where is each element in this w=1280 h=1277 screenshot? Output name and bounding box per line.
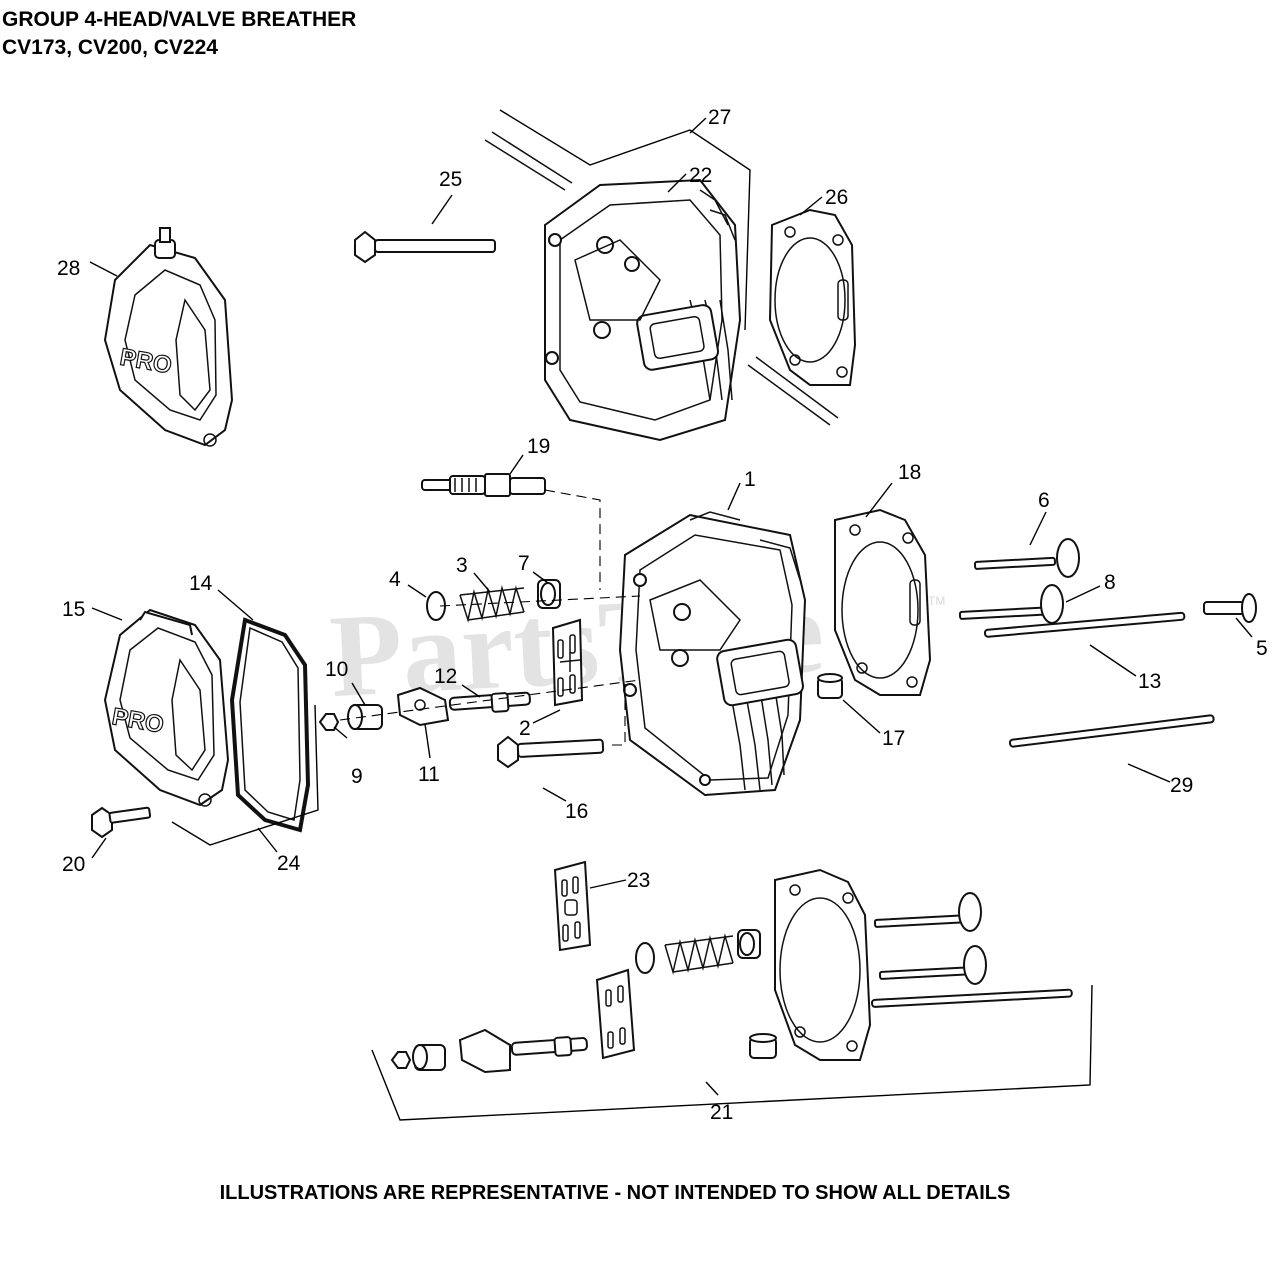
valve-guide-5 — [1203, 593, 1257, 623]
callout-9: 9 — [351, 765, 363, 788]
bolt-25 — [354, 230, 496, 264]
callout-23: 23 — [627, 869, 650, 892]
callout-19: 19 — [527, 435, 550, 458]
diagram-title-line2: CV173, CV200, CV224 — [2, 36, 218, 59]
callout-6: 6 — [1038, 489, 1050, 512]
guide-plate-2 — [551, 618, 584, 707]
callout-28: 28 — [57, 257, 80, 280]
spark-plug-19 — [421, 473, 546, 497]
kit-plate — [595, 968, 636, 1060]
valve-stem-seal-7 — [537, 579, 561, 609]
callout-24: 24 — [277, 852, 301, 875]
cover-brand-28: PRO — [118, 344, 174, 380]
push-rod-13 — [983, 611, 1186, 638]
cylinder-head-upper — [544, 178, 742, 442]
callout-25: 25 — [439, 168, 462, 191]
callout-7: 7 — [518, 552, 530, 575]
callout-21: 21 — [710, 1101, 733, 1124]
callout-10: 10 — [325, 658, 348, 681]
kit-dowel — [749, 1033, 777, 1059]
disclaimer-text: ILLUSTRATIONS ARE REPRESENTATIVE - NOT I… — [219, 1182, 1011, 1204]
callout-2: 2 — [519, 717, 531, 740]
callout-4: 4 — [389, 568, 401, 591]
nut-9 — [318, 713, 340, 731]
callout-16: 16 — [565, 800, 588, 823]
pivot-10 — [347, 704, 383, 730]
rocker-arm-11 — [396, 686, 450, 727]
dowel-17 — [817, 673, 843, 699]
valve-8 — [958, 584, 1064, 624]
valve-cover-28: PRO — [103, 227, 234, 447]
callout-11: 11 — [418, 763, 440, 786]
watermark-tm: TM — [928, 594, 945, 608]
callout-12: 12 — [434, 665, 457, 688]
push-rod-29 — [1008, 714, 1215, 748]
diagram-title-line1: GROUP 4-HEAD/VALVE BREATHER — [2, 8, 357, 31]
diagram-title: GROUP 4-HEAD/VALVE BREATHER CV173, CV200… — [2, 6, 356, 62]
callout-8: 8 — [1104, 571, 1116, 594]
callout-15: 15 — [62, 598, 85, 621]
callout-1: 1 — [744, 468, 756, 491]
valve-6 — [973, 538, 1080, 578]
kit-gasket — [774, 868, 872, 1061]
cover-gasket-14 — [229, 617, 311, 833]
kit-rocker — [390, 1028, 588, 1074]
callout-18: 18 — [898, 461, 921, 484]
valve-cover-15: PRO — [103, 608, 230, 807]
callout-29: 29 — [1170, 774, 1193, 797]
bolt-20 — [91, 806, 152, 839]
cylinder-head-1 — [618, 511, 807, 797]
callout-27: 27 — [708, 106, 731, 129]
callout-26: 26 — [825, 186, 848, 209]
bolt-16 — [497, 735, 605, 769]
callout-3: 3 — [456, 554, 468, 577]
kit-plate-23 — [553, 860, 592, 952]
head-gasket-18 — [834, 508, 932, 696]
callout-17: 17 — [882, 727, 905, 750]
disclaimer-note: ILLUSTRATIONS ARE REPRESENTATIVE - NOT I… — [0, 1182, 1230, 1205]
callout-13: 13 — [1138, 670, 1161, 693]
head-gasket-26 — [768, 208, 857, 386]
kit-valves — [870, 892, 1073, 1008]
callout-14: 14 — [189, 572, 213, 595]
kit-spring — [635, 929, 761, 975]
callout-22: 22 — [689, 164, 712, 187]
callout-5: 5 — [1256, 637, 1268, 660]
callout-labels: 1 2 3 4 5 6 7 8 9 10 11 12 13 14 15 16 1… — [57, 106, 1268, 1124]
callout-20: 20 — [62, 853, 85, 876]
